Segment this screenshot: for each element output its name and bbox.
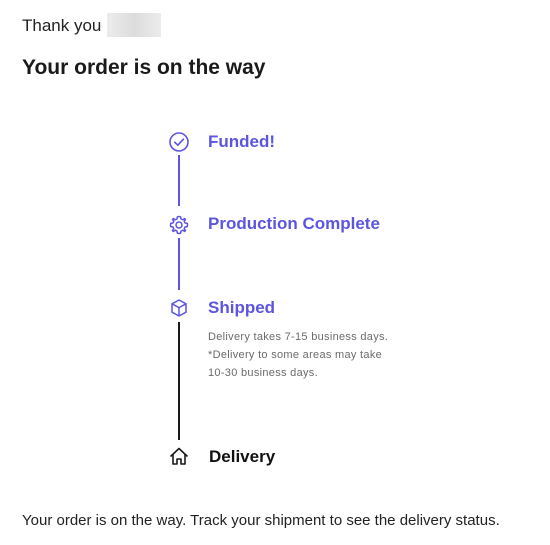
shipping-note-line: 10-30 business days. bbox=[208, 367, 318, 379]
check-circle-icon bbox=[168, 131, 190, 153]
redacted-name bbox=[107, 12, 162, 37]
greeting: Thank you bbox=[22, 12, 162, 37]
step-funded-label: Funded! bbox=[208, 132, 276, 151]
footer-message: Your order is on the way. Track your shi… bbox=[22, 512, 500, 529]
timeline-connector bbox=[178, 155, 180, 206]
shipping-note: Delivery takes 7-15 business days. *Deli… bbox=[208, 328, 438, 382]
gear-icon bbox=[168, 214, 190, 236]
step-shipped-label: Shipped bbox=[208, 298, 276, 317]
page-title: Your order is on the way bbox=[22, 56, 266, 79]
shipping-note-line: *Delivery to some areas may take bbox=[208, 349, 383, 361]
shipping-note-line: Delivery takes 7-15 business days. bbox=[208, 331, 389, 343]
step-delivery-label: Delivery bbox=[209, 447, 276, 466]
timeline-connector bbox=[178, 322, 180, 440]
box-icon bbox=[168, 297, 190, 319]
greeting-text: Thank you bbox=[22, 16, 102, 35]
step-production-label: Production Complete bbox=[208, 214, 380, 233]
timeline-connector bbox=[178, 238, 180, 290]
home-icon bbox=[168, 445, 190, 467]
